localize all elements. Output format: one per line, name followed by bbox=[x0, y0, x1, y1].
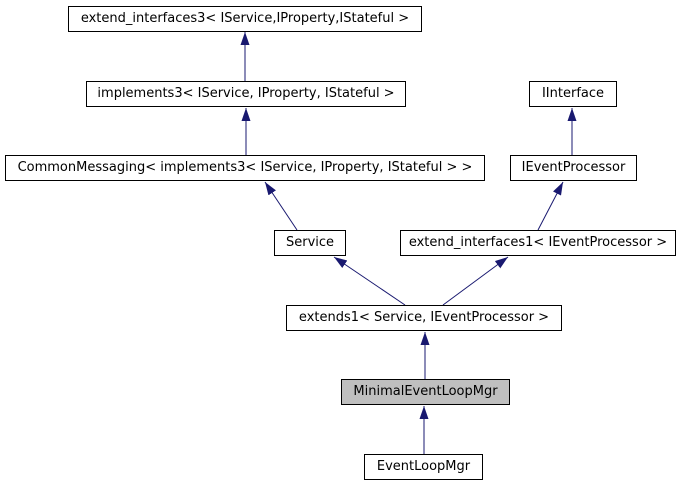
class-node-extend_interfaces3[interactable]: extend_interfaces3< IService,IProperty,I… bbox=[68, 6, 422, 32]
class-node-iinterface[interactable]: IInterface bbox=[529, 81, 617, 107]
class-node-extends1[interactable]: extends1< Service, IEventProcessor > bbox=[286, 305, 562, 331]
edge-extend_interfaces1-to-ieventprocessor bbox=[537, 181, 564, 231]
class-node-minimaleventloopmgr-current: MinimalEventLoopMgr bbox=[341, 379, 510, 405]
class-node-eventloopmgr[interactable]: EventLoopMgr bbox=[364, 454, 483, 480]
class-node-extend_interfaces1[interactable]: extend_interfaces1< IEventProcessor > bbox=[400, 230, 676, 256]
edge-service-to-commonmessaging bbox=[264, 181, 298, 231]
class-node-ieventprocessor[interactable]: IEventProcessor bbox=[510, 155, 637, 181]
class-node-commonmessaging[interactable]: CommonMessaging< implements3< IService, … bbox=[5, 155, 485, 181]
edge-extends1-to-service bbox=[333, 256, 406, 306]
edge-extends1-to-extend_interfaces1 bbox=[442, 256, 509, 306]
class-node-implements3[interactable]: implements3< IService, IProperty, IState… bbox=[86, 81, 406, 107]
class-node-service[interactable]: Service bbox=[274, 230, 346, 256]
